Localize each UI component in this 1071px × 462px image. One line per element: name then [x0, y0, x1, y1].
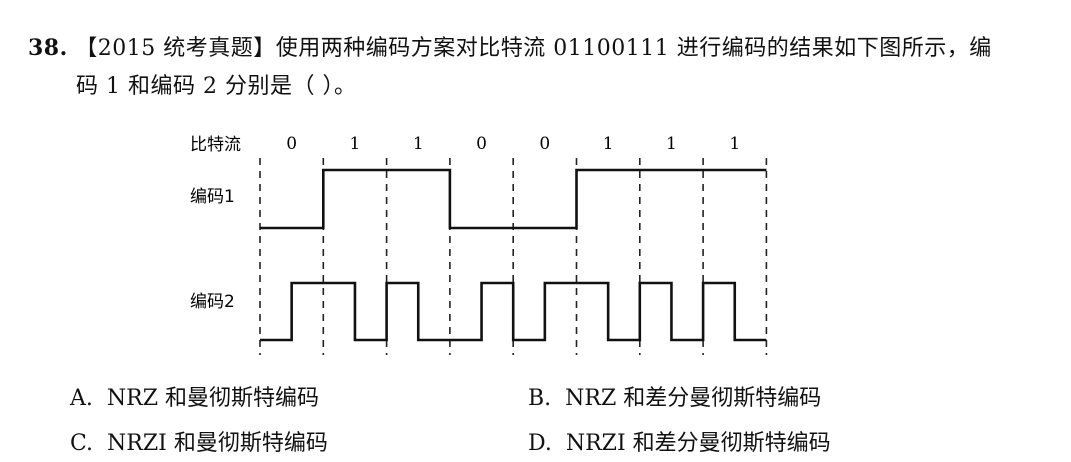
bit-labels: 0 1 1 0 0 1 1 1	[286, 134, 740, 154]
bit-label: 1	[729, 134, 740, 154]
question-line-1: 38. 【2015 统考真题】使用两种编码方案对比特流 01100111 进行编…	[28, 30, 992, 62]
option-c-letter: C.	[70, 431, 94, 456]
code2-signal	[260, 281, 767, 342]
bit-label: 1	[413, 134, 424, 154]
question-number: 38.	[28, 35, 68, 61]
question-source-tag: 【2015 统考真题】	[75, 36, 276, 61]
bit-label: 1	[603, 134, 614, 154]
bit-label: 1	[350, 134, 361, 154]
option-a-text: NRZ 和曼彻斯特编码	[106, 386, 319, 411]
code2-waveform	[260, 281, 767, 342]
option-a-letter: A.	[70, 386, 93, 411]
option-b-text: NRZ 和差分曼彻斯特编码	[565, 386, 822, 411]
bit-label: 0	[286, 134, 297, 154]
option-d-letter: D.	[528, 431, 552, 456]
row-label-code2: 编码2	[190, 292, 235, 312]
option-b-letter: B.	[528, 386, 552, 411]
option-b[interactable]: B. NRZ 和差分曼彻斯特编码	[528, 380, 821, 412]
code1-waveform	[260, 168, 767, 230]
question-text-line-1: 使用两种编码方案对比特流 01100111 进行编码的结果如下图所示，编	[275, 36, 992, 61]
option-c-text: NRZI 和曼彻斯特编码	[107, 431, 328, 456]
question-text-line-2: 码 1 和编码 2 分别是（ ）。	[76, 74, 357, 99]
option-c[interactable]: C. NRZI 和曼彻斯特编码	[70, 425, 328, 457]
option-a[interactable]: A. NRZ 和曼彻斯特编码	[70, 380, 319, 412]
bit-label: 0	[539, 134, 550, 154]
option-d[interactable]: D. NRZI 和差分曼彻斯特编码	[528, 425, 831, 457]
bit-label: 1	[666, 134, 677, 154]
bit-label: 0	[476, 134, 487, 154]
option-d-text: NRZI 和差分曼彻斯特编码	[565, 431, 831, 456]
question-line-2: 码 1 和编码 2 分别是（ ）。	[76, 68, 356, 100]
row-label-bitstream: 比特流	[190, 135, 241, 155]
code1-signal	[260, 168, 767, 230]
row-label-code1: 编码1	[190, 187, 235, 207]
